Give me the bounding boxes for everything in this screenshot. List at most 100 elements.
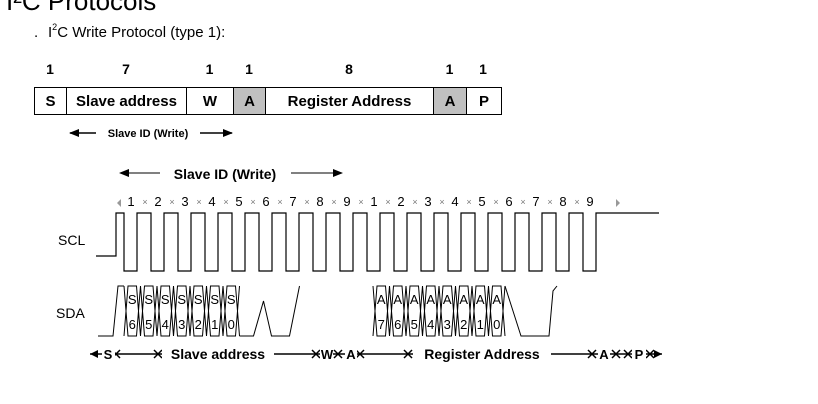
clock-separator: × [196,197,201,207]
scl-waveform [96,212,659,272]
bottom-label-start: S [104,347,113,362]
field-separator [645,349,655,359]
clock-separator: × [250,197,255,207]
reg-bit-top: A [410,292,419,307]
reg-bit-top: A [377,292,386,307]
field-ack-2: A [434,88,467,114]
clock-count: 1 [370,194,377,209]
timing-span-label: Slave ID (Write) [174,166,276,182]
clock-separator: × [466,197,471,207]
bottom-label-slave-address: Slave address [171,346,265,362]
field-separator [311,349,321,359]
clock-count: 9 [343,194,350,209]
field-write: W [187,88,234,114]
bullet-text: C Write Protocol (type 1): [57,24,226,41]
clock-count: 3 [181,194,188,209]
slave-bit-index: 1 [211,317,218,332]
clock-count: 1 [127,194,134,209]
bullet-dot: . [34,24,39,41]
clock-count: 7 [289,194,296,209]
clock-separator: × [574,197,579,207]
page-heading: I²C Protocols [6,0,157,16]
slave-bit-top: S [194,292,203,307]
clock-separator: × [304,197,309,207]
field-separator [611,349,621,359]
reg-bit-index: 1 [477,317,484,332]
bullet-superscript: 2 [52,22,58,32]
field-start: S [35,88,67,114]
slave-bit-index: 3 [178,317,185,332]
bits-ack-1: 1 [245,61,253,77]
slave-bit-top: S [177,292,186,307]
bottom-label-ack-2: A [599,347,609,362]
clock-separator: × [169,197,174,207]
clock-count: 6 [262,194,269,209]
slave-bit-top: S [144,292,153,307]
clock-count: 2 [397,194,404,209]
slave-bit-index: 5 [145,317,152,332]
field-separator [355,349,365,359]
slave-bit-top: S [161,292,170,307]
reg-bit-top: A [393,292,402,307]
field-register-address: Register Address [266,88,434,114]
field-ack-1: A [234,88,266,114]
bits-register-address: 8 [345,61,353,77]
reg-bit-top: A [476,292,485,307]
slave-bit-top: S [210,292,219,307]
sda-start [98,285,124,337]
slave-bit-index: 2 [195,317,202,332]
reg-bit-top: A [426,292,435,307]
scl-label: SCL [58,232,86,248]
field-stop: P [478,92,489,110]
reg-bit-index: 7 [378,317,385,332]
bottom-label-register-address: Register Address [424,346,540,362]
clock-separator: × [547,197,552,207]
field-slave-address: Slave address [67,88,187,114]
bullet-prefix: I [48,24,53,41]
slave-bit-top: S [128,292,137,307]
bits-p: 1 [479,61,487,77]
bottom-label-write: W [321,347,334,362]
clock-count: 9 [586,194,593,209]
reg-bit-index: 5 [411,317,418,332]
field-separator [333,349,343,359]
field-separator [587,349,597,359]
bottom-field-arrows: S Slave address W A Register Address A P [90,346,662,362]
slave-bit-index: 0 [228,317,235,332]
bits-w: 1 [205,61,214,77]
clock-count: 3 [424,194,431,209]
frame-diagram: S Slave address W A Register Address A P [34,87,502,115]
clock-count: 8 [316,194,323,209]
clock-separator: × [439,197,444,207]
sda-write-ack [239,285,300,337]
slave-bit-index: 6 [129,317,136,332]
sda-ack-stop [504,285,558,337]
clock-count: 4 [208,194,215,209]
field-separator [403,349,413,359]
frame-span-label: Slave ID (Write) [108,128,189,140]
clock-count: 7 [532,194,539,209]
clock-count: 5 [478,194,485,209]
reg-bit-index: 3 [444,317,451,332]
bits-s: 1 [46,61,54,77]
slave-bit-index: 4 [162,317,169,332]
bits-slave-address: 7 [122,61,130,77]
clock-count: 4 [451,194,458,209]
clock-separator: × [385,197,390,207]
reg-bit-top: A [443,292,452,307]
clock-separator: × [358,197,363,207]
reg-bit-index: 6 [394,317,401,332]
scl-line [96,212,659,272]
sda-label: SDA [56,305,85,321]
count-start-mark [117,199,121,207]
clock-separator: × [412,197,417,207]
clock-separator: × [223,197,228,207]
bullet-line: . I2C Write Protocol (type 1): [34,22,225,41]
slave-bit-top: S [227,292,236,307]
reg-bit-top: A [492,292,501,307]
clock-separator: × [493,197,498,207]
sda-waveform [98,285,558,337]
clock-count: 6 [505,194,512,209]
